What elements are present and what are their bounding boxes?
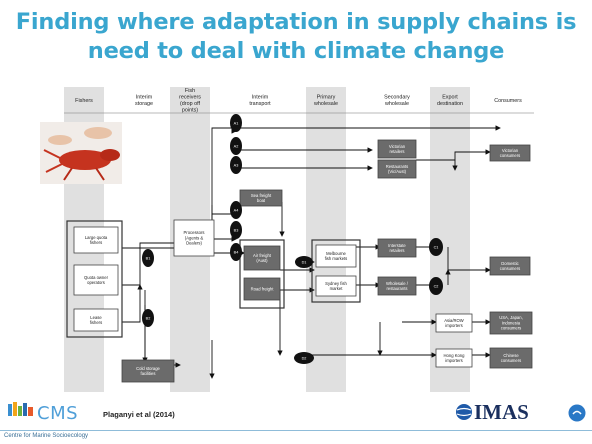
risk-oval: B2 <box>142 309 154 327</box>
svg-text:C2: C2 <box>434 285 439 289</box>
node-label: Air freight(Aust) <box>253 253 272 263</box>
column-header-0: Fishers <box>75 98 93 104</box>
node-wholesale-retail: Wholesale /restaurants <box>377 276 417 296</box>
node-label: Restaurants(Vic/Aust) <box>386 164 409 174</box>
node-label: Road freight <box>251 286 275 291</box>
risk-oval: B4 <box>230 243 242 261</box>
node-air-freight: Air freight(Aust) <box>243 245 281 271</box>
svg-text:A2: A2 <box>234 145 239 149</box>
svg-text:B3: B3 <box>234 229 239 233</box>
risk-oval: C1 <box>429 238 443 256</box>
node-road-freight: Road freight <box>243 277 281 301</box>
fishers-group <box>66 220 123 338</box>
cms-logo-text: CMS <box>37 403 79 424</box>
column-header-7: Consumers <box>494 98 522 104</box>
svg-text:A1: A1 <box>234 122 239 126</box>
imas-globe-icon <box>455 403 473 421</box>
svg-text:A4: A4 <box>234 209 239 213</box>
node-restaurants: Restaurants(Vic/Aust) <box>377 159 417 179</box>
risk-oval: C2 <box>429 277 443 295</box>
svg-text:B4: B4 <box>234 251 239 255</box>
imas-logo-text: IMAS <box>474 400 529 424</box>
wholesale-group <box>311 239 361 303</box>
svg-text:A3: A3 <box>234 164 239 168</box>
risk-oval: B1 <box>142 249 154 267</box>
risk-oval: A2 <box>230 137 242 155</box>
svg-text:B1: B1 <box>146 257 151 261</box>
cms-logo <box>8 402 34 418</box>
title-line-2: need to deal with climate change <box>87 38 505 64</box>
risk-oval: D2 <box>294 352 314 364</box>
flow-arrow <box>122 240 181 286</box>
risk-oval: A4 <box>230 201 242 219</box>
centre-name: Centre for Marine Socioecology <box>4 433 89 439</box>
utas-logo <box>568 404 586 422</box>
flow-arrow <box>211 125 501 225</box>
svg-text:C1: C1 <box>434 246 439 250</box>
citation: Plaganyi et al (2014) <box>103 410 175 419</box>
svg-text:D2: D2 <box>302 357 307 361</box>
rock-lobster-photo <box>40 122 122 184</box>
svg-text:D1: D1 <box>302 261 307 265</box>
title-line-1: Finding where adaptation in supply chain… <box>15 9 577 35</box>
risk-oval: A3 <box>230 156 242 174</box>
risk-oval: B3 <box>230 221 242 239</box>
svg-text:B2: B2 <box>146 317 151 321</box>
risk-oval: A1 <box>230 114 242 132</box>
flow-arrow <box>416 149 491 161</box>
risk-oval: D1 <box>295 256 313 268</box>
node-processors: Processors(Agents &Dealers) <box>173 219 215 257</box>
footer-divider <box>0 430 592 431</box>
flow-arrow <box>122 284 143 323</box>
slide-title: Finding where adaptation in supply chain… <box>0 8 592 66</box>
node-label: Wholesale /restaurants <box>386 281 409 291</box>
node-label: Processors(Agents &Dealers) <box>184 230 205 245</box>
transport-group <box>239 239 285 309</box>
